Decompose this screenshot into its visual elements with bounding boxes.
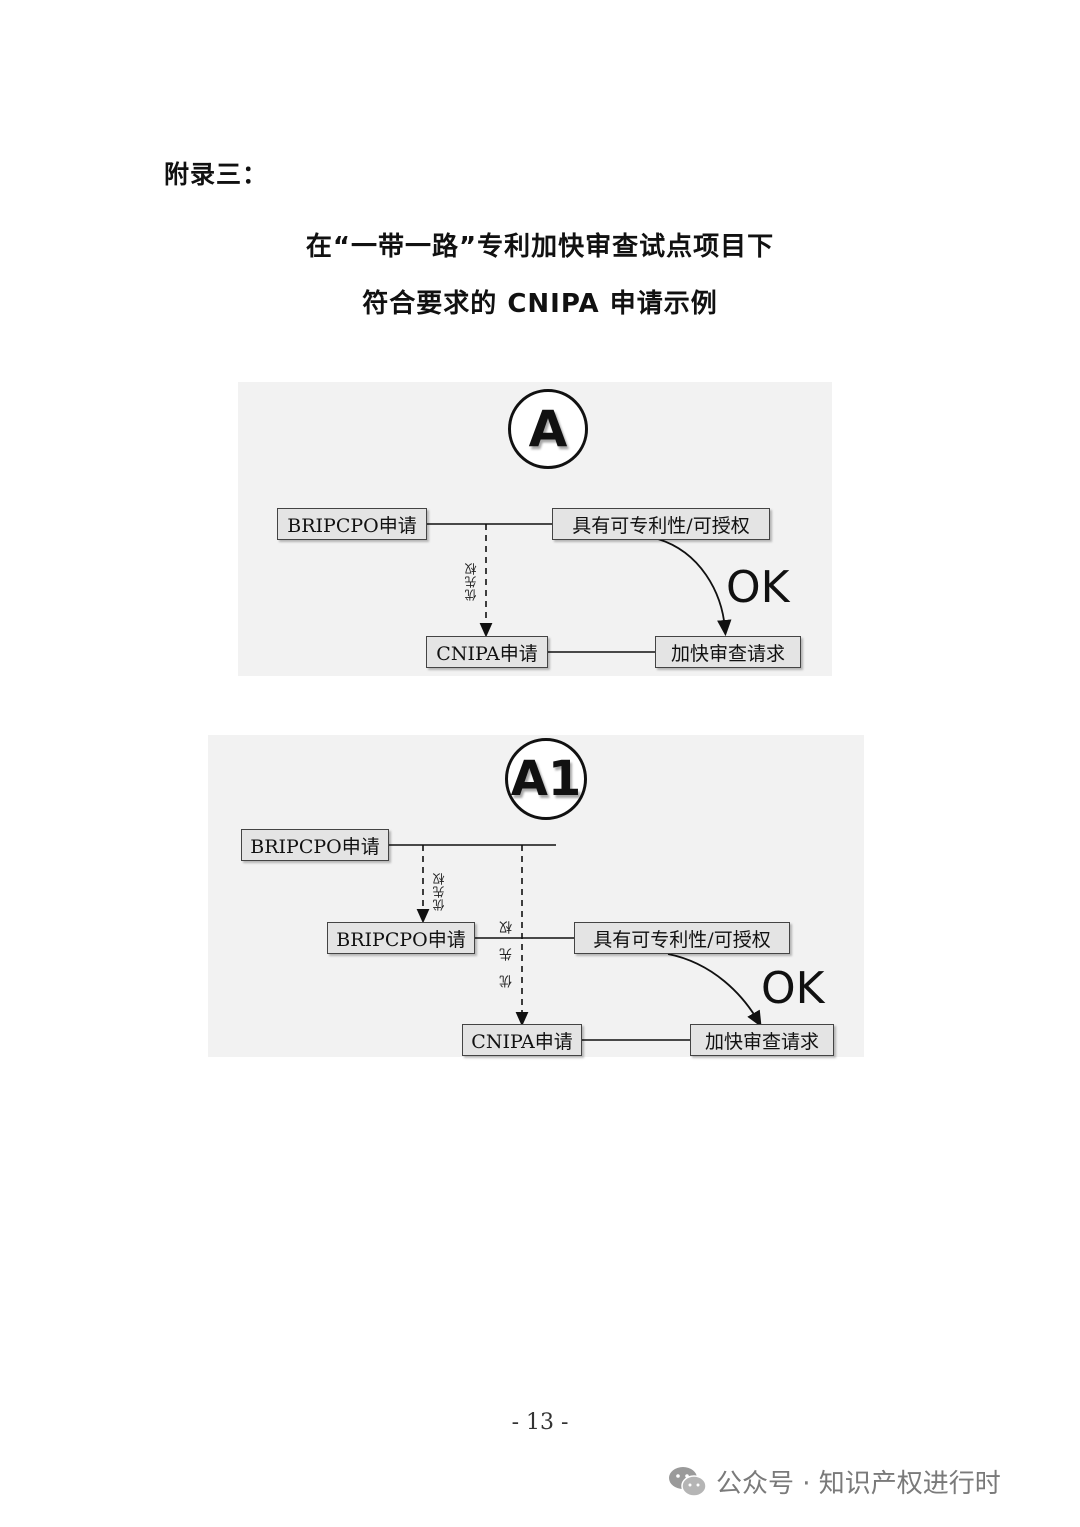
page-title-line1: 在“一带一路”专利加快审查试点项目下 xyxy=(305,232,775,262)
priority-label-2: 优先权 xyxy=(500,907,515,988)
box-bripcpo-application-1: BRIPCPO申请 xyxy=(241,829,389,861)
page-number: - 13 - xyxy=(511,1410,569,1435)
ok-curve-arrow xyxy=(667,953,762,1028)
box-bripcpo-application: BRIPCPO申请 xyxy=(277,508,427,540)
ok-label: OK xyxy=(761,963,825,1014)
box-bripcpo-application-2: BRIPCPO申请 xyxy=(327,922,475,954)
ok-curve-arrow xyxy=(657,538,732,637)
box-expedited-request: 加快审查请求 xyxy=(690,1024,834,1056)
box-expedited-request: 加快审查请求 xyxy=(655,636,801,668)
appendix-label: 附录三： xyxy=(164,160,269,189)
diagram-a: A BRIPCPO申请 具有可专利性/可授权 CNIPA申请 加快审查请求 优先… xyxy=(238,382,832,676)
watermark-text: 公众号 · 知识产权进行时 xyxy=(716,1469,1001,1499)
box-cnipa-application: CNIPA申请 xyxy=(462,1024,582,1056)
badge-a: A xyxy=(508,389,588,469)
ok-label: OK xyxy=(726,562,790,613)
box-patentable: 具有可专利性/可授权 xyxy=(574,922,790,954)
page-title-line2: 符合要求的 CNIPA 申请示例 xyxy=(362,289,718,319)
priority-label: 优先权 xyxy=(464,562,478,601)
badge-a1: A1 xyxy=(505,738,587,820)
box-cnipa-application: CNIPA申请 xyxy=(426,636,548,668)
box-patentable: 具有可专利性/可授权 xyxy=(552,508,770,540)
wechat-icon xyxy=(668,1465,708,1499)
diagram-a-connectors xyxy=(427,523,732,653)
priority-label-1: 优先权 xyxy=(432,872,446,911)
diagram-a1-connectors xyxy=(389,844,762,1041)
watermark: 公众号 · 知识产权进行时 xyxy=(668,1463,1001,1500)
diagram-a1: A1 BRIPCPO申请 BRIPCPO申请 具有可专利性/可授权 CNIPA申… xyxy=(208,735,864,1057)
